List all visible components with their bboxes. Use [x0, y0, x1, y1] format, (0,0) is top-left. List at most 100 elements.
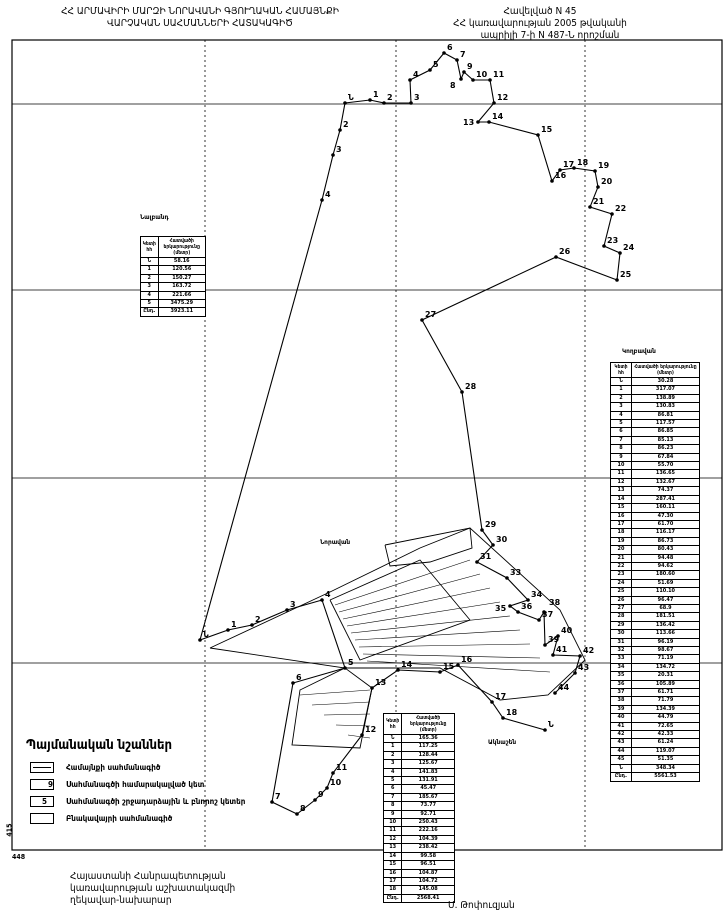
boundary-point-marker [471, 78, 475, 82]
column-header-point: Կետի հհ [610, 362, 632, 378]
segment-length: 160.11 [630, 503, 701, 513]
point-number: 44 [610, 746, 632, 757]
boundary-point-marker [409, 101, 413, 105]
footer-position: Հայաստանի Հանրապետության կառավարության ա… [70, 871, 235, 907]
segment-length: 180.60 [630, 570, 701, 580]
segment-length: 128.44 [401, 750, 455, 761]
boundary-point-marker [578, 654, 582, 658]
segment-length: 136.42 [630, 620, 701, 631]
point-number: 8 [382, 801, 403, 811]
segment-length: 138.89 [630, 393, 701, 404]
point-number: 17 [382, 876, 403, 887]
boundary-point-label: 20 [601, 177, 613, 186]
place-label-east: Կողբավան [622, 347, 656, 355]
boundary-point-marker [331, 771, 335, 775]
column-header-length: Հատվածի երկարությունը (մետր) [630, 362, 701, 378]
settlement-boundary-symbol [30, 813, 54, 824]
point-number: 40 [610, 713, 632, 723]
boundary-point-label: 14 [401, 660, 413, 669]
segment-length: 120.56 [157, 265, 207, 275]
boundary-point-marker [551, 653, 555, 657]
column-header-point: Կետի հհ [382, 713, 403, 735]
boundary-point-marker [553, 691, 557, 695]
segment-length: 132.67 [630, 477, 701, 488]
point-number: 22 [610, 561, 632, 572]
table-row: Ընդ.5561.53 [610, 772, 701, 782]
point-number: 15 [610, 503, 632, 513]
point-number: 14 [382, 851, 403, 862]
segment-length: 99.58 [401, 851, 455, 862]
point-number: 43 [610, 738, 632, 748]
segment-length: 94.48 [630, 553, 701, 563]
street-line [347, 734, 371, 739]
segment-length: 74.37 [630, 486, 701, 496]
point-number: 9 [382, 809, 403, 820]
segment-length: 238.42 [401, 843, 455, 853]
boundary-point-marker [501, 716, 505, 720]
segment-length: 131.91 [401, 776, 455, 786]
boundary-point-label: 11 [336, 763, 348, 772]
point-number: 18 [610, 528, 632, 538]
boundary-point-label: 10 [476, 70, 488, 79]
point-number: 1 [610, 385, 632, 395]
boundary-point-label: 38 [549, 598, 561, 607]
legend-label: Սահմանագծի համարակալված կետ [66, 780, 205, 789]
boundary-point-label: 35 [495, 604, 507, 613]
segment-length: 222.16 [401, 826, 455, 836]
boundary-point-label: 9 [467, 62, 473, 71]
point-number: 10 [610, 461, 632, 471]
segment-length: 73.77 [401, 801, 455, 811]
boundary-point-label: 8 [300, 804, 306, 813]
boundary-point-marker [295, 812, 299, 816]
place-label-settlement: Նորավան [320, 538, 351, 546]
legend-label: Բնակավայրի սահմանագիծ [66, 814, 173, 823]
segment-length: 141.83 [401, 767, 455, 778]
segment-length: 61.70 [630, 519, 701, 530]
boundary-point-marker [370, 686, 374, 690]
symbol-text: 5 [41, 797, 47, 806]
boundary-point-marker [492, 101, 496, 105]
boundary-point-label: 22 [615, 204, 626, 213]
boundary-point-marker [537, 618, 541, 622]
boundary-point-marker [508, 604, 512, 608]
boundary-point-marker [543, 643, 547, 647]
boundary-point-label: 1 [373, 90, 379, 99]
boundary-point-marker [556, 634, 560, 638]
point-number: 5 [140, 299, 159, 309]
segment-length: 68.9 [630, 603, 701, 614]
boundary-point-label: 6 [296, 673, 302, 682]
point-number: Ն [610, 376, 632, 387]
boundary-point-marker [618, 251, 622, 255]
segment-length: 117.57 [630, 419, 701, 429]
segment-length: 150.27 [157, 273, 207, 284]
title-line: ՎԱՐՉԱԿԱՆ ՍԱՀՄԱՆՆԵՐԻ ՀԱՏԱԿԱԳԻԾ [107, 18, 293, 29]
point-number: 36 [610, 679, 632, 690]
street-line [338, 573, 481, 613]
boundary-point-marker [456, 663, 460, 667]
segment-length: 45.47 [401, 784, 455, 794]
boundary-point-marker [285, 608, 289, 612]
point-number: 20 [610, 545, 632, 555]
segment-length: 2568.41 [401, 893, 455, 904]
boundary-point-marker [526, 598, 530, 602]
segment-length: 67.84 [630, 452, 701, 463]
